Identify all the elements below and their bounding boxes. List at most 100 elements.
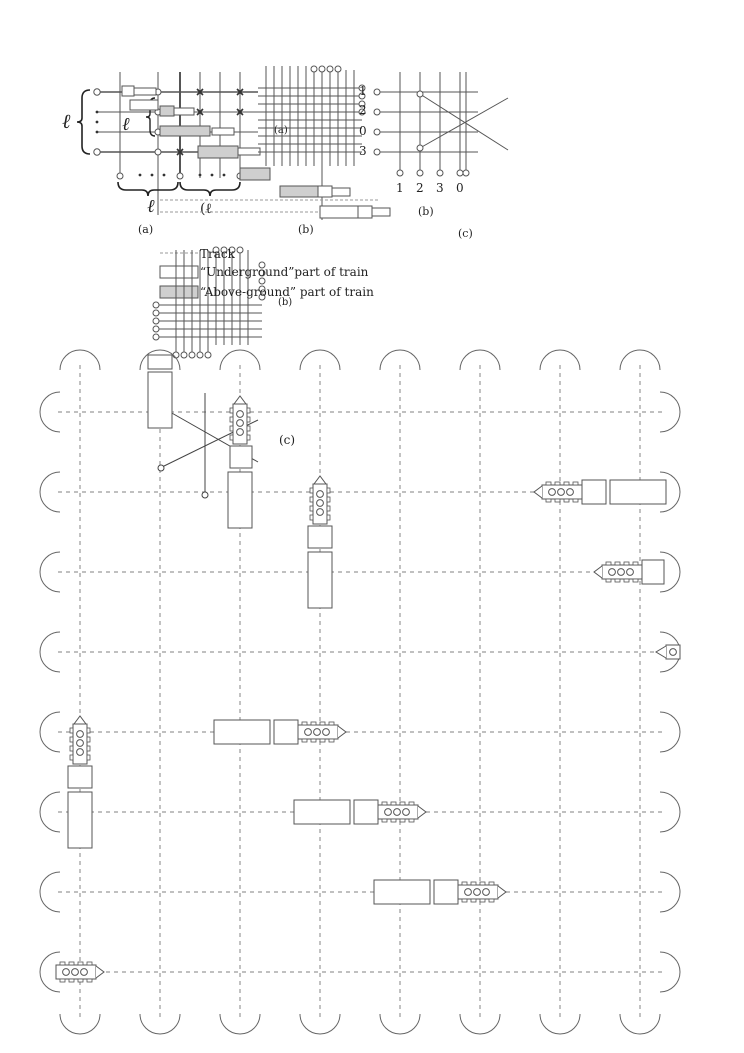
engine-wheel [86,978,93,983]
engine-wheel [310,738,317,743]
port-circle [228,246,236,254]
port-circle [152,333,160,341]
port-circle [318,65,326,73]
ell-label: ℓ [122,114,130,135]
engine-wheel [479,898,486,903]
port-circle [258,261,266,269]
port-circle [396,169,404,177]
engine-nose [655,645,667,659]
engine-wheel [309,496,314,503]
engine-window [669,648,677,656]
train-engine [331,187,351,197]
engine-wheel [390,801,397,806]
right-arc [659,871,681,913]
engine-wheel [326,487,331,494]
left-brace [76,89,91,155]
port-circle [201,491,209,499]
engine-window [76,739,84,747]
engine-nose [497,885,507,899]
train-engine [229,395,251,445]
engine-wheel [572,498,579,503]
engine-window [402,808,410,816]
engine-wheel [632,561,639,566]
train-engine [533,481,583,503]
port-circle [358,108,366,116]
underground-car [227,471,253,529]
right-arc [659,951,681,993]
left-arc [39,471,61,513]
panel-b-inner-label: (a) [274,125,288,136]
bottom-arc [59,1013,101,1035]
engine-wheel [309,487,314,494]
engine-window [548,488,556,496]
train-engine [173,107,195,116]
engine-window [566,488,574,496]
engine-wheel [77,961,84,966]
underground-car [147,371,173,429]
aboveground-car [279,185,319,198]
underground-car [121,85,135,97]
bottom-arc [539,1013,581,1035]
port-circle [358,92,366,100]
engine-wheel [246,407,251,414]
bottom-brace [179,181,241,197]
top-arc [379,349,421,371]
aboveground-car [197,145,239,159]
engine-wheel [545,498,552,503]
engine-nose [73,715,87,725]
train-engine [371,207,391,217]
engine-nose [593,565,603,579]
engine-wheel [488,881,495,886]
train-engine [69,715,91,765]
engine-wheel [470,881,477,886]
top-arc [59,349,101,371]
engine-window [71,968,79,976]
engine-wheel [86,754,91,761]
engine-window [322,728,330,736]
port-number: 2 [359,103,367,117]
engine-wheel [69,736,74,743]
engine-wheel [563,481,570,486]
engine-nose [417,805,427,819]
aboveground-car [159,125,211,137]
engine-wheel [86,961,93,966]
engine-wheel [309,505,314,512]
legend-track-label: Track [200,247,236,261]
port-circle [93,148,101,156]
port-circle [326,65,334,73]
port-circle [152,317,160,325]
port-circle [196,351,204,359]
engine-wheel [328,738,335,743]
panel-c [373,72,509,177]
engine-wheel [68,961,75,966]
port-circle [373,148,381,156]
port-circle [258,285,266,293]
port-number: 0 [359,124,367,138]
port-circle [212,246,220,254]
engine-wheel [301,721,308,726]
engine-wheel [326,496,331,503]
engine-wheel [59,961,66,966]
engine-wheel [86,727,91,734]
bottom-number: 3 [436,181,444,195]
bottom-arc [459,1013,501,1035]
engine-window [62,968,70,976]
port-circle [188,351,196,359]
engine-wheel [86,736,91,743]
train-link [581,479,607,505]
panel-b [160,65,391,220]
engine-nose [533,485,543,499]
bottom-brace [117,181,179,197]
port-circle [310,65,318,73]
engine-wheel [319,738,326,743]
train-engine [309,475,331,525]
engine-wheel [246,425,251,432]
train-link [273,719,299,745]
underground-car [129,99,159,111]
port-circle [176,172,184,180]
port-circle [373,128,381,136]
top-arc [539,349,581,371]
top-arc [139,349,181,371]
bottom-arc [379,1013,421,1035]
